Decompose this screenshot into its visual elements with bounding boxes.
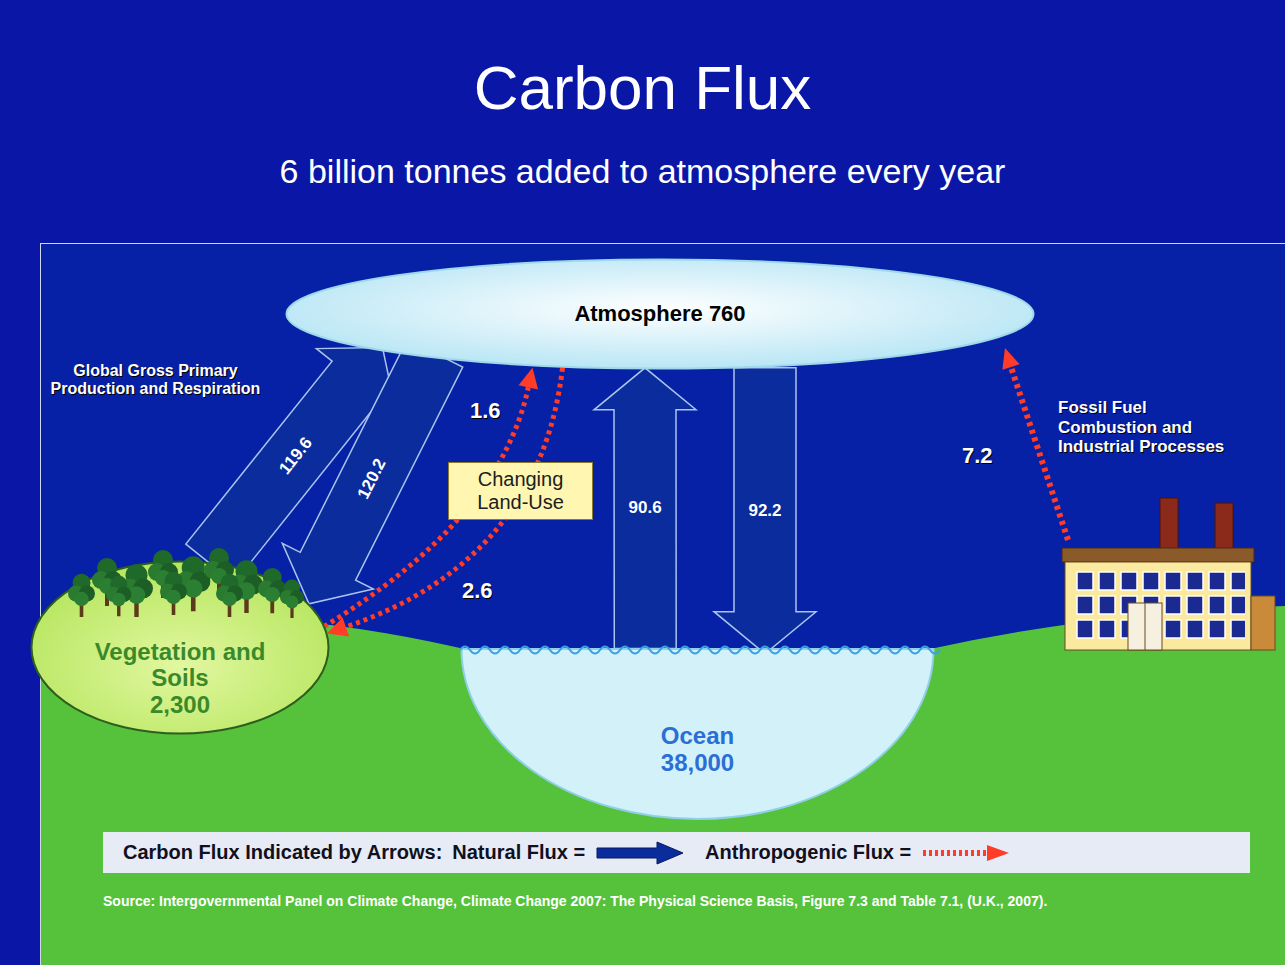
subtitle-text: 6 billion tonnes added to atmosphere eve… xyxy=(0,152,1285,191)
flux-value: 90.6 xyxy=(629,498,662,518)
ocean-pool: Ocean38,000 xyxy=(460,645,935,820)
factory-illustration xyxy=(1062,498,1275,650)
node-text: 38,000 xyxy=(661,750,734,776)
panel xyxy=(41,244,1285,965)
legend-bar xyxy=(103,832,1250,873)
natural-flux-arrow xyxy=(594,368,696,649)
legend-sample xyxy=(921,840,1011,866)
flux-value: 2.6 xyxy=(462,578,493,604)
legend-heading: Carbon Flux Indicated by Arrows: xyxy=(123,841,442,864)
node-text: Atmosphere 760 xyxy=(574,301,745,327)
flux-caption: Fossil Fuel Combustion and Industrial Pr… xyxy=(1058,398,1238,457)
node-text: Changing Land-Use xyxy=(458,468,583,514)
legend-text: Anthropogenic Flux = xyxy=(705,841,911,864)
text-holder: Changing Land-Use xyxy=(449,463,592,519)
text-holder: Atmosphere 760 xyxy=(285,258,1035,370)
legend-sample xyxy=(595,840,685,866)
natural-flux-arrow xyxy=(714,368,816,654)
node-text: 2,300 xyxy=(150,692,210,718)
legend-text: Natural Flux = xyxy=(452,841,585,864)
ground xyxy=(41,606,1285,965)
node-text: Vegetation and Soils xyxy=(93,639,268,692)
legend: Carbon Flux Indicated by Arrows: Natural … xyxy=(103,832,1250,873)
flux-value: 7.2 xyxy=(962,443,1002,469)
node-text: Ocean xyxy=(661,723,734,749)
natural-flux-arrow xyxy=(282,339,462,604)
diagram-title: Carbon Flux xyxy=(0,52,1285,123)
text-holder: Vegetation and Soils2,300 xyxy=(30,622,330,735)
vegetation-pool: Vegetation and Soils2,300 xyxy=(30,560,330,735)
flux-caption: Global Gross Primary Production and Resp… xyxy=(48,362,263,399)
flux-value: 1.6 xyxy=(470,398,501,424)
flux-value: 92.2 xyxy=(748,501,781,521)
source-caption: Source: Intergovernmental Panel on Clima… xyxy=(103,892,1253,910)
text-holder: Ocean38,000 xyxy=(460,679,935,820)
land-use-box: Changing Land-Use xyxy=(448,462,593,520)
atmosphere-pool: Atmosphere 760 xyxy=(285,258,1035,370)
